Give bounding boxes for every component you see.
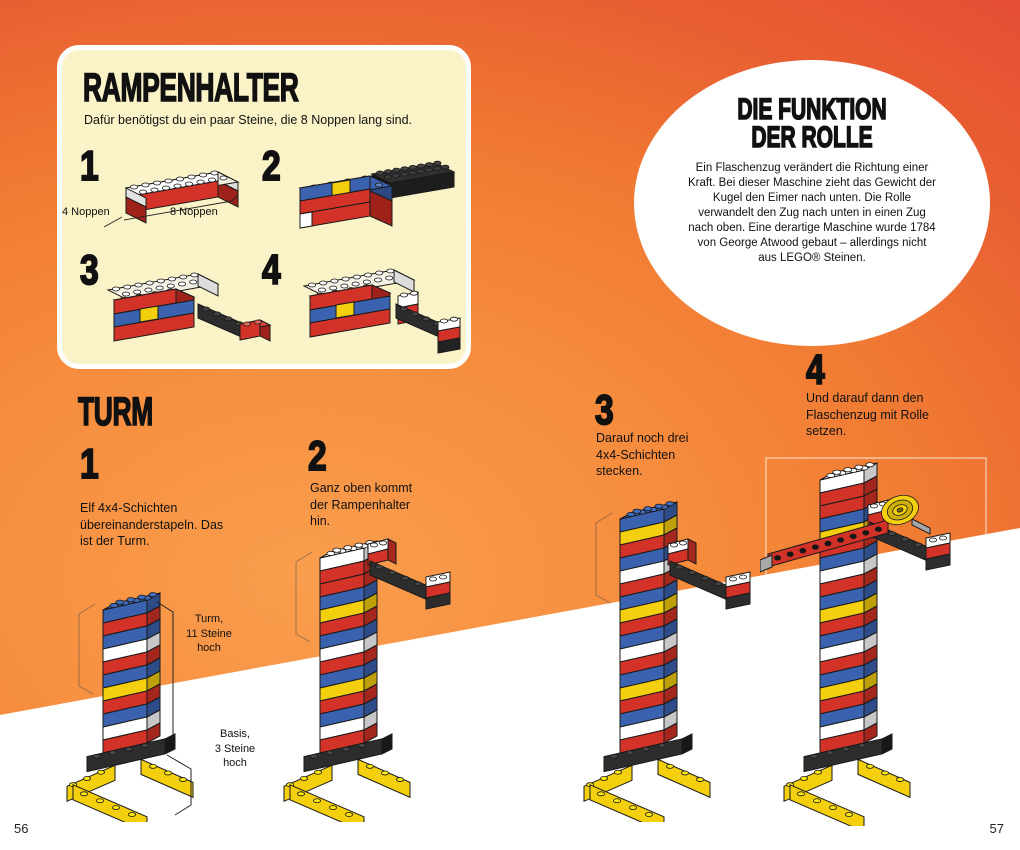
rampenhalter-step4-number: 4: [261, 245, 281, 294]
rampenhalter-step2-art: [298, 160, 456, 229]
turm-step2-number: 2: [307, 431, 327, 480]
dim-label-8-noppen: 8 Noppen: [170, 206, 218, 218]
rampenhalter-step1-number: 1: [79, 141, 99, 190]
rampenhalter-subtitle: Dafür benötigst du ein paar Steine, die …: [84, 113, 413, 127]
rampenhalter-step1-art: [103, 170, 240, 228]
rampenhalter-step3-art: [106, 272, 272, 342]
turm-title: TURM: [77, 389, 153, 435]
rampenhalter-step2-number: 2: [261, 141, 281, 190]
rampenhalter-step3-number: 3: [79, 245, 99, 294]
rolle-title: DIE FUNKTION DER ROLLE: [737, 93, 887, 155]
dim-label-4-noppen: 4 Noppen: [62, 206, 110, 218]
page-number-left: 56: [14, 821, 29, 836]
turm-step3-number: 3: [594, 385, 614, 434]
turm-step4-number: 4: [805, 345, 825, 394]
rolle-info-circle: DIE FUNKTION DER ROLLE Ein Flaschenzug v…: [634, 60, 990, 346]
turm-step1-text: Elf 4x4-Schichten übereinanderstapeln. D…: [80, 501, 224, 548]
turm-step4-text: Und darauf dann den Flaschenzug mit Roll…: [806, 391, 929, 438]
turm-step3-text: Darauf noch drei 4x4-Schichten stecken.: [596, 431, 689, 478]
rampenhalter-step4-art: [302, 268, 461, 354]
page-number-right: 57: [989, 821, 1004, 836]
rolle-body-text: Ein Flaschenzug verändert die Richtung e…: [687, 162, 936, 264]
turm-step1-number: 1: [79, 439, 99, 488]
rampenhalter-title: RAMPENHALTER: [82, 65, 299, 111]
turm-step2-text: Ganz oben kommt der Rampenhalter hin.: [310, 481, 413, 528]
